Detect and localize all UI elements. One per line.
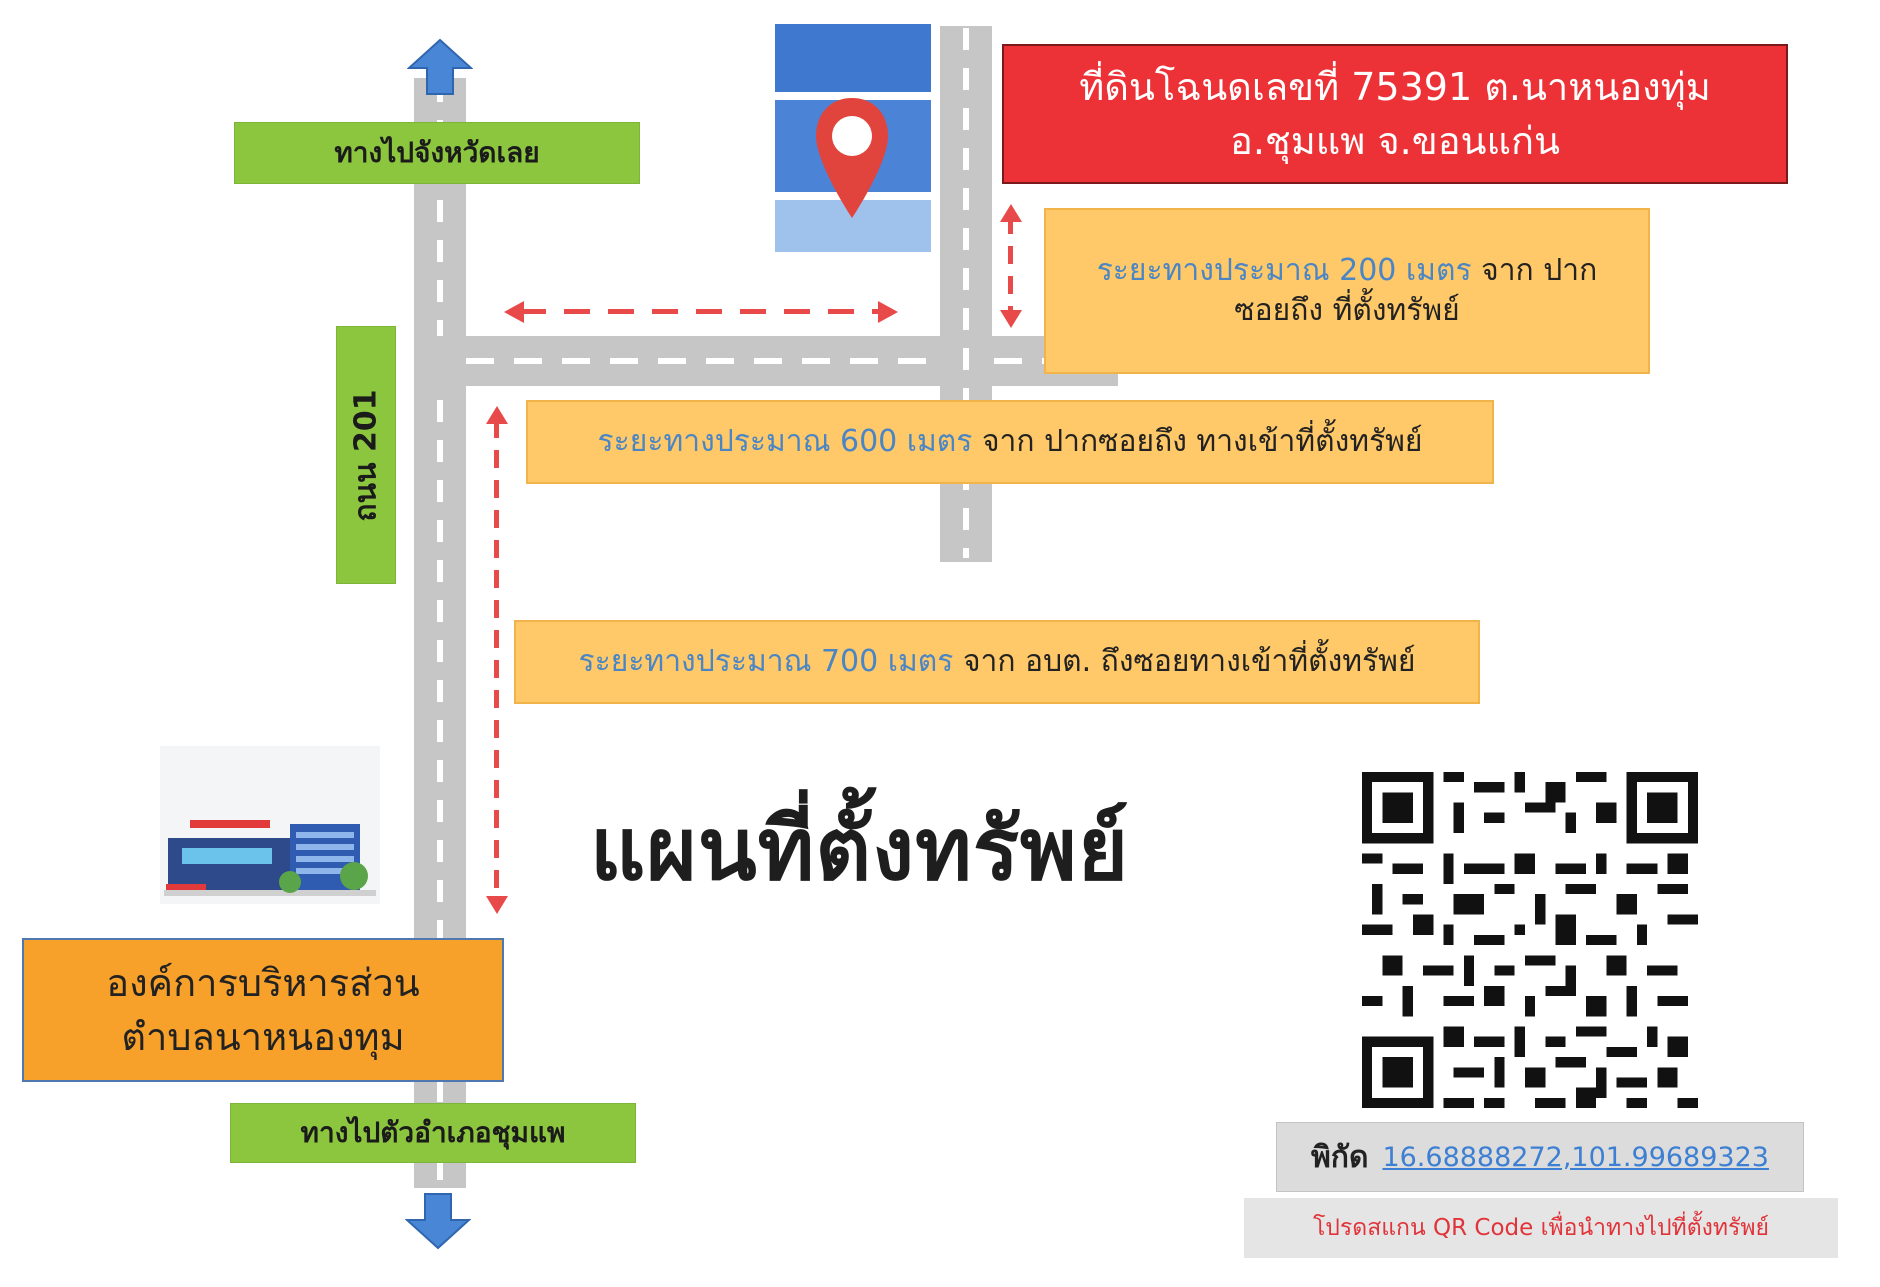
property-label-line2: อ.ชุมแพ จ.ขอนแก่น [1230, 119, 1560, 163]
distance-700m-marker [494, 420, 499, 898]
property-road-centerline [963, 28, 969, 558]
distance-200m-box: ระยะทางประมาณ 200 เมตร จาก ปาก ซอยถึง ที… [1044, 208, 1650, 374]
arrow-head-up [1000, 204, 1022, 222]
qr-instruction: โปรดสแกน QR Code เพื่อนำทางไปที่ตั้งทรัพ… [1244, 1198, 1838, 1258]
map-pin-icon [816, 98, 888, 218]
distance-700m-box: ระยะทางประมาณ 700 เมตร จาก อบต. ถึงซอยทา… [514, 620, 1480, 704]
distance-200m-value: ระยะทางประมาณ 200 เมตร [1096, 253, 1472, 288]
soi-road-centerline [466, 358, 1116, 364]
road-sign-north-label: ทางไปจังหวัดเลย [334, 136, 540, 169]
road-name-sign: ถนน 201 [336, 326, 396, 584]
distance-200m-desc-b: ซอยถึง ที่ตั้งทรัพย์ [1234, 293, 1460, 328]
arrow-head-down [1000, 310, 1022, 328]
road-sign-south-label: ทางไปตัวอำเภอชุมแพ [300, 1116, 566, 1149]
distance-200m-desc-a: จาก ปาก [1481, 253, 1598, 288]
distance-600m-desc: จาก ปากซอยถึง ทางเข้าที่ตั้งทรัพย์ [981, 424, 1423, 459]
arrow-head-right [878, 301, 898, 323]
distance-200m-marker [1008, 216, 1013, 316]
qr-code[interactable] [1362, 772, 1698, 1108]
main-road-centerline [437, 80, 443, 1180]
office-label-line1: องค์การบริหารส่วน [106, 961, 420, 1005]
property-label-line1: ที่ดินโฉนดเลขที่ 75391 ต.นาหนองทุ่ม [1079, 65, 1711, 109]
distance-700m-desc: จาก อบต. ถึงซอยทางเข้าที่ตั้งทรัพย์ [962, 644, 1416, 679]
property-label: ที่ดินโฉนดเลขที่ 75391 ต.นาหนองทุ่ม อ.ชุ… [1002, 44, 1788, 184]
distance-700m-value: ระยะทางประมาณ 700 เมตร [578, 644, 954, 679]
road-sign-north: ทางไปจังหวัดเลย [234, 122, 640, 184]
arrow-head-down-2 [486, 896, 508, 914]
distance-600m-marker [520, 309, 882, 314]
coordinates-link[interactable]: 16.68888272,101.99689323 [1382, 1141, 1769, 1173]
coordinates-label: พิกัด [1311, 1139, 1369, 1175]
coordinates-bar: พิกัด 16.68888272,101.99689323 [1276, 1122, 1804, 1192]
arrow-up-icon [407, 38, 473, 95]
arrow-down-icon [405, 1193, 471, 1250]
arrow-head-up-2 [486, 406, 508, 424]
office-label: องค์การบริหารส่วน ตำบลนาหนองทุม [22, 938, 504, 1082]
building-icon [160, 746, 380, 904]
road-name-label: ถนน 201 [348, 388, 384, 522]
office-label-line2: ตำบลนาหนองทุม [121, 1015, 405, 1059]
road-sign-south: ทางไปตัวอำเภอชุมแพ [230, 1103, 636, 1163]
arrow-head-left [504, 301, 524, 323]
distance-600m-value: ระยะทางประมาณ 600 เมตร [597, 424, 973, 459]
distance-600m-box: ระยะทางประมาณ 600 เมตร จาก ปากซอยถึง ทาง… [526, 400, 1494, 484]
map-title: แผนที่ตั้งทรัพย์ [590, 800, 1130, 900]
